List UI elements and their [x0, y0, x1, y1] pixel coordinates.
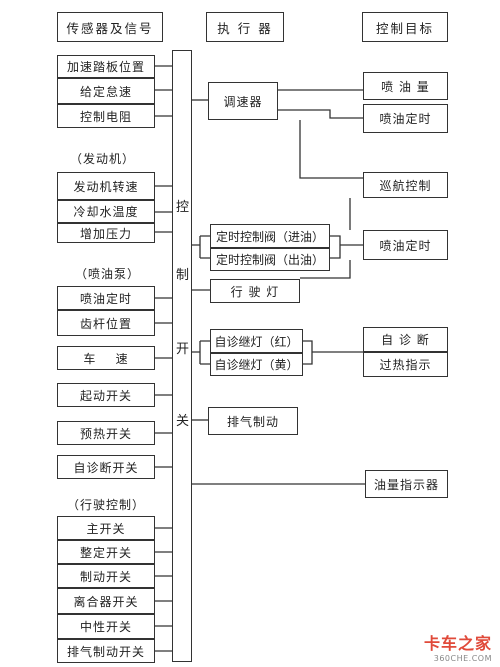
actuator-exhaust-brake-label: 排气制动 — [226, 414, 279, 429]
sensor-start-switch: 起动开关 — [57, 383, 155, 407]
controller-switch-bar — [172, 50, 192, 662]
controller-char-1: 控 — [176, 200, 190, 215]
sensor-brake-switch: 制动开关 — [57, 564, 155, 588]
controller-char-2: 制 — [176, 268, 190, 283]
header-actuators: 执 行 器 — [206, 12, 284, 42]
sensor-vehicle-speed-label: 车 速 — [83, 351, 129, 366]
sensor-setting-switch-label: 整定开关 — [79, 545, 132, 560]
sensor-vehicle-speed: 车 速 — [57, 346, 155, 370]
sensor-pump-timing-label: 喷油定时 — [79, 291, 132, 306]
sensor-clutch-switch: 离合器开关 — [57, 588, 155, 614]
sensor-neutral-switch: 中性开关 — [57, 614, 155, 639]
actuator-diag-relay-yellow-label: 自诊继灯（黄） — [214, 358, 299, 372]
sensor-start-switch-label: 起动开关 — [79, 388, 132, 403]
target-injection-timing-1: 喷油定时 — [363, 104, 448, 133]
sensor-accel-pedal-label: 加速踏板位置 — [66, 60, 145, 74]
actuator-governor: 调速器 — [208, 82, 278, 120]
sensor-neutral-switch-label: 中性开关 — [79, 620, 132, 634]
header-sensors: 传感器及信号 — [57, 12, 163, 42]
sensor-control-resistor: 控制电阻 — [57, 104, 155, 128]
group-label-driving-control: （行驶控制） — [67, 498, 146, 512]
target-injection-quantity-label: 喷 油 量 — [381, 79, 430, 94]
sensor-idle-set: 给定怠速 — [57, 78, 155, 104]
group-label-engine: （发动机） — [70, 152, 136, 166]
actuator-timing-valve-out-label: 定时控制阀（出油） — [215, 253, 324, 267]
sensor-rack-position-label: 齿杆位置 — [79, 316, 132, 331]
target-overheat-indicator-label: 过热指示 — [379, 358, 432, 372]
sensor-clutch-switch-label: 离合器开关 — [73, 594, 139, 609]
target-injection-timing-2-label: 喷油定时 — [379, 238, 432, 253]
target-injection-timing-1-label: 喷油定时 — [379, 112, 432, 126]
actuator-timing-valve-in-label: 定时控制阀（进油） — [215, 229, 324, 244]
actuator-timing-valve-out: 定时控制阀（出油） — [210, 248, 330, 271]
sensor-engine-speed: 发动机转速 — [57, 172, 155, 200]
watermark-logo: 卡车之家 360CHE.COM — [424, 630, 492, 663]
target-self-diagnosis-label: 自 诊 断 — [381, 333, 430, 347]
target-cruise-control: 巡航控制 — [363, 172, 448, 198]
actuator-driving-lamp: 行 驶 灯 — [210, 279, 300, 303]
actuator-diag-relay-red-label: 自诊继灯（红） — [214, 334, 299, 349]
sensor-control-resistor-label: 控制电阻 — [79, 109, 132, 124]
target-injection-quantity: 喷 油 量 — [363, 72, 448, 100]
sensor-pump-timing: 喷油定时 — [57, 286, 155, 310]
actuator-diag-relay-yellow: 自诊继灯（黄） — [210, 353, 303, 376]
target-injection-timing-2: 喷油定时 — [363, 230, 448, 260]
target-cruise-control-label: 巡航控制 — [379, 178, 432, 193]
sensor-preheat-switch: 预热开关 — [57, 421, 155, 445]
sensor-boost-pressure: 增加压力 — [57, 223, 155, 243]
actuator-governor-label: 调速器 — [223, 94, 263, 109]
target-self-diagnosis: 自 诊 断 — [363, 327, 448, 352]
header-targets: 控制目标 — [362, 12, 448, 42]
sensor-idle-set-label: 给定怠速 — [79, 84, 132, 99]
sensor-coolant-temp: 冷却水温度 — [57, 200, 155, 223]
watermark-url: 360CHE.COM — [433, 654, 492, 663]
sensor-setting-switch: 整定开关 — [57, 540, 155, 564]
sensor-brake-switch-label: 制动开关 — [79, 569, 132, 584]
target-overheat-indicator: 过热指示 — [363, 352, 448, 377]
sensor-main-switch-label: 主开关 — [86, 521, 126, 536]
group-label-injection-pump: （喷油泵） — [75, 267, 141, 281]
actuator-diag-relay-red: 自诊继灯（红） — [210, 329, 303, 353]
target-fuel-indicator: 油量指示器 — [365, 470, 448, 498]
controller-char-4: 关 — [176, 414, 190, 429]
sensor-exhaust-brake-switch-label: 排气制动开关 — [66, 644, 145, 659]
actuator-exhaust-brake: 排气制动 — [208, 407, 298, 435]
sensor-coolant-temp-label: 冷却水温度 — [73, 205, 139, 219]
sensor-rack-position: 齿杆位置 — [57, 310, 155, 336]
sensor-boost-pressure-label: 增加压力 — [79, 226, 132, 241]
sensor-selfdiag-switch-label: 自诊断开关 — [73, 460, 139, 475]
sensor-preheat-switch-label: 预热开关 — [79, 426, 132, 441]
watermark-brand: 卡车之家 — [423, 634, 492, 653]
actuator-driving-lamp-label: 行 驶 灯 — [230, 284, 280, 299]
sensor-accel-pedal: 加速踏板位置 — [57, 55, 155, 78]
sensor-engine-speed-label: 发动机转速 — [73, 179, 139, 194]
sensor-exhaust-brake-switch: 排气制动开关 — [57, 639, 155, 663]
actuator-timing-valve-in: 定时控制阀（进油） — [210, 224, 330, 248]
sensor-main-switch: 主开关 — [57, 516, 155, 540]
sensor-selfdiag-switch: 自诊断开关 — [57, 455, 155, 479]
controller-char-3: 开 — [176, 342, 190, 357]
target-fuel-indicator-label: 油量指示器 — [373, 477, 439, 492]
